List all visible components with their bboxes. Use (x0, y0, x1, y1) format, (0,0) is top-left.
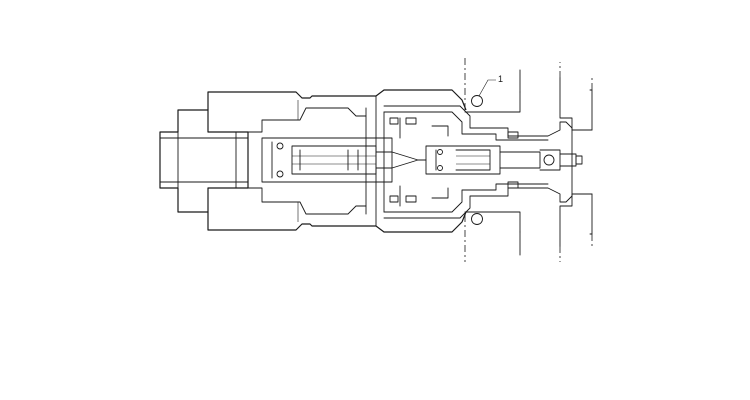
o-ring (471, 95, 483, 225)
callout-label-1: 1 (498, 74, 503, 84)
mounting-block (464, 58, 593, 262)
cartridge-sleeve (383, 105, 573, 219)
spool-assembly (261, 137, 427, 183)
hex-nut (159, 109, 249, 213)
pilot-stem (425, 145, 583, 175)
callout-1: 1 (478, 74, 503, 97)
valve-body (207, 89, 467, 233)
